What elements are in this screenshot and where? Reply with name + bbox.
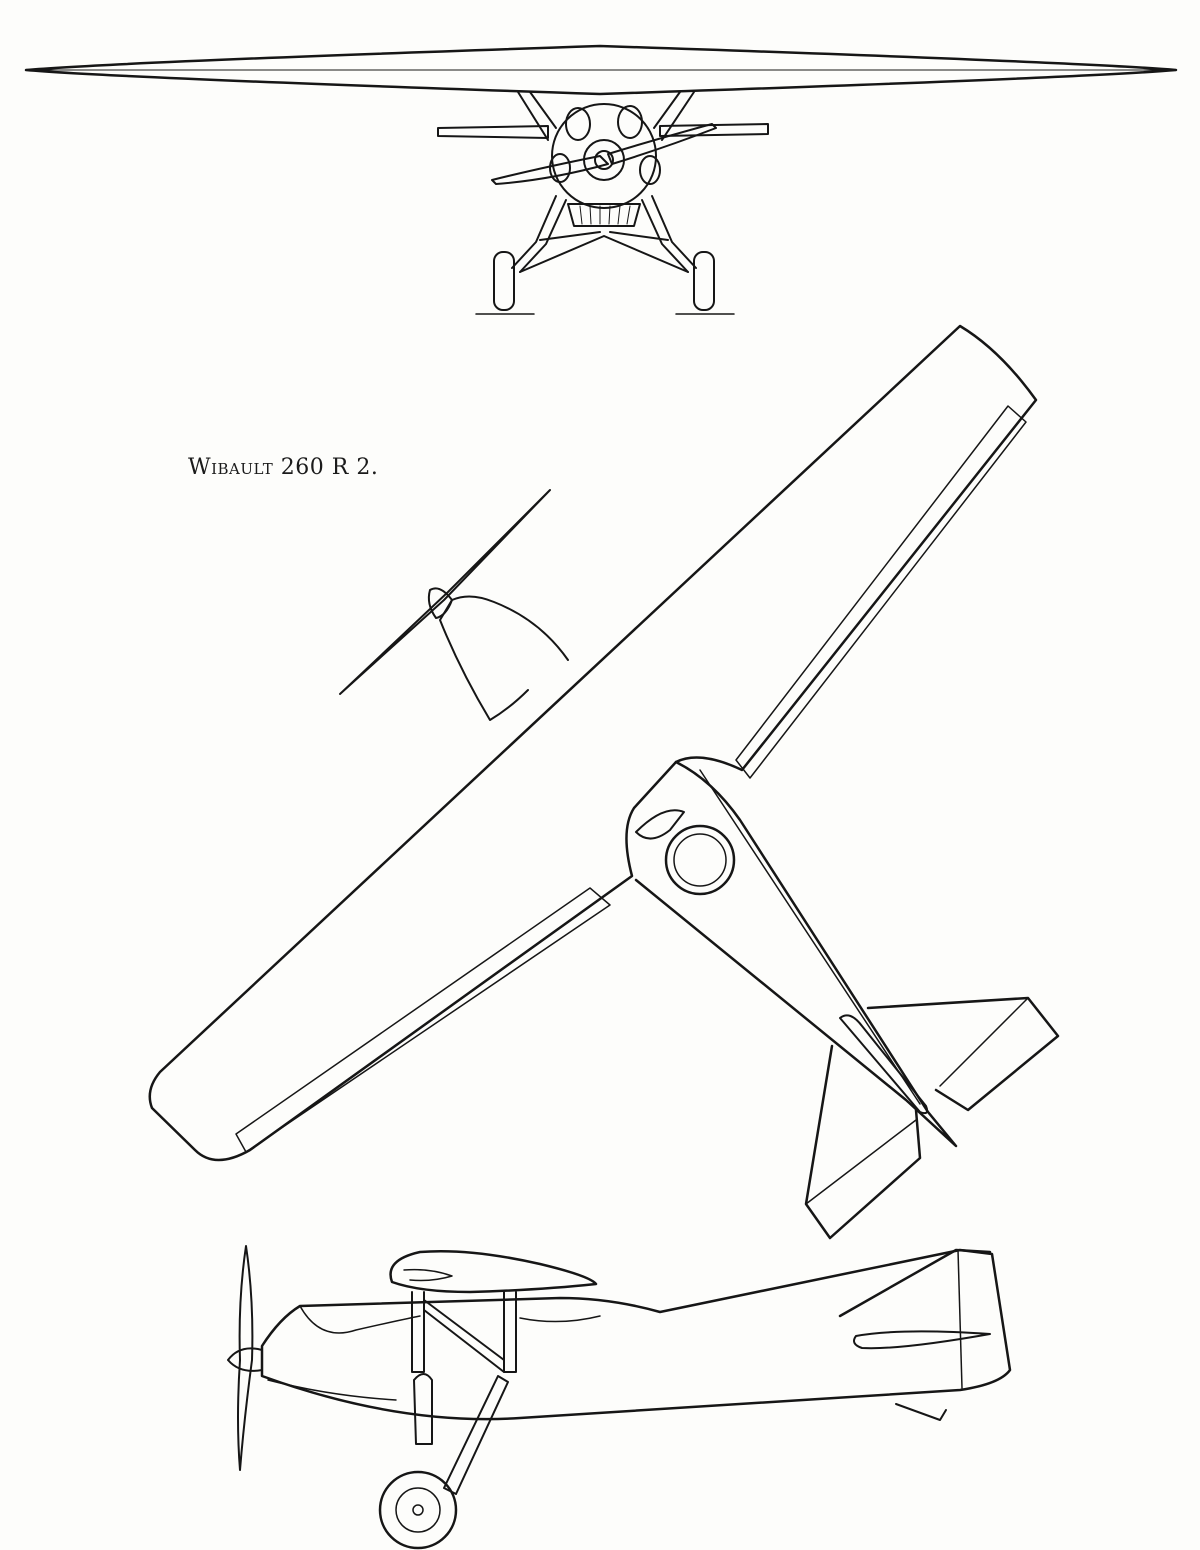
plan-aileron-left [235,887,611,1153]
plan-view [148,324,1060,1240]
plan-fin [839,1014,929,1115]
front-cabane-strut-right [653,91,695,141]
front-tailplane [437,123,769,139]
side-cabane-rear [503,1291,517,1373]
side-view [227,1245,1012,1550]
plan-fuselage [634,760,958,1148]
front-cylinder-lower-right [639,155,661,185]
plan-elevator-right-line [939,997,1029,1087]
side-fin [838,1248,992,1318]
drawing-caption: Wibault 260 R 2. [188,455,378,480]
side-rudder-hinge [957,1249,963,1389]
front-view [24,44,1178,315]
front-cylinder-left [565,107,591,141]
front-spinner [594,150,614,170]
caption-aircraft-name: Wibault [188,455,274,480]
plan-root-fairing [635,809,685,840]
side-propeller [237,1245,254,1471]
plan-wing-outline [148,324,1038,1162]
side-wheel [378,1470,458,1550]
front-wheel-right [693,251,715,311]
side-gear-leg [413,1373,433,1445]
plan-engine-cowling [439,595,569,721]
front-wheel-left [493,251,515,311]
front-cabane-strut-left [517,91,557,141]
side-turtledeck [519,1315,601,1323]
side-wing-cutout [403,1268,453,1282]
plan-elevator-left-line [805,1119,917,1205]
side-spinner [227,1347,263,1372]
front-cowling [551,103,657,209]
front-cylinder-right [617,105,643,139]
side-wheel-hub [412,1504,424,1516]
side-cabane-brace [423,1299,505,1373]
plan-aileron-right [735,405,1027,779]
caption-designation: 260 R 2. [280,455,379,480]
plan-stabilizer-right [866,996,1060,1112]
front-cylinder-lower-left [549,153,571,183]
plan-propeller [339,489,551,695]
side-wing [389,1249,598,1294]
front-oil-cooler [567,203,641,227]
side-tailplane [853,1330,991,1350]
plan-cockpit-outer [664,824,736,896]
front-axle-strut [519,235,689,273]
plan-spinner [427,587,453,619]
plan-stabilizer-left [804,1044,922,1240]
plan-cockpit-inner [673,833,727,887]
side-wheel-hub-ring [395,1487,441,1533]
front-undercarriage-left [511,195,601,273]
plan-fuselage-edge [699,769,921,1105]
side-cowling-line [267,1305,421,1401]
front-undercarriage-right [609,195,697,273]
side-gear-strut [443,1375,509,1495]
side-cabane-front [411,1291,425,1373]
side-fuselage [260,1248,1012,1421]
front-propeller [491,123,717,185]
side-tailskid [895,1403,947,1421]
front-wing [24,44,1178,96]
